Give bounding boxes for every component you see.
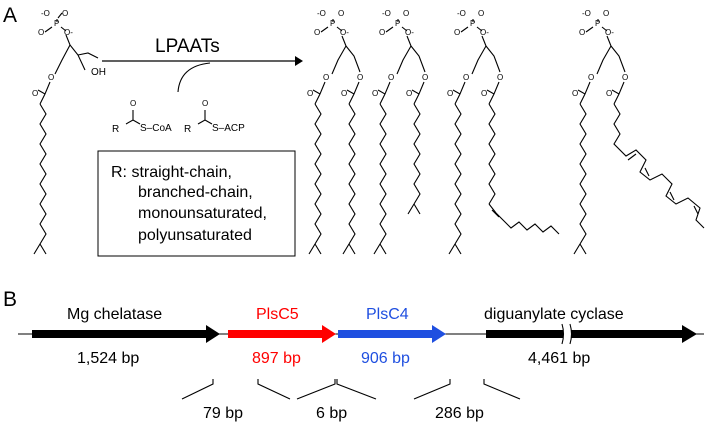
svg-text:O: O xyxy=(603,9,609,18)
svg-text:O: O xyxy=(62,9,68,18)
svg-text:O: O xyxy=(372,89,378,98)
enzyme-label: LPAATs xyxy=(155,36,220,57)
svg-text:O: O xyxy=(588,73,594,82)
gene-plsc5-body xyxy=(228,330,324,338)
svg-text:-O: -O xyxy=(382,9,391,18)
svg-text:P: P xyxy=(395,19,400,28)
svg-text:O: O xyxy=(38,28,44,37)
panel-b-label: B xyxy=(3,288,17,311)
gene-plsc4-arrowhead xyxy=(432,325,446,343)
svg-text:P: P xyxy=(330,19,335,28)
panel-a-label: A xyxy=(3,4,17,27)
svg-text:O: O xyxy=(379,28,385,37)
svg-text:O: O xyxy=(497,73,503,82)
svg-text:O: O xyxy=(478,9,484,18)
svg-text:O: O xyxy=(454,28,460,37)
svg-text:O: O xyxy=(606,89,612,98)
svg-text:O: O xyxy=(481,89,487,98)
svg-text:O-: O- xyxy=(64,28,73,37)
svg-text:O: O xyxy=(32,89,38,98)
acyl-coa-structure: O R S–CoA xyxy=(112,99,172,135)
svg-text:O: O xyxy=(422,73,428,82)
acyl-acp-structure: O R S–ACP xyxy=(184,99,245,135)
gap-bracket-1 xyxy=(181,379,291,400)
r-box-line-2: branched-chain, xyxy=(138,184,253,201)
svg-text:O: O xyxy=(48,73,54,82)
svg-text:O: O xyxy=(579,28,585,37)
gene-diguanylate-cyclase-arrowhead xyxy=(682,325,697,343)
svg-text:O: O xyxy=(447,89,453,98)
svg-text:O: O xyxy=(357,73,363,82)
gene-plsc5-length: 897 bp xyxy=(252,350,301,367)
svg-text:O-: O- xyxy=(480,28,489,37)
gap-2-label: 6 bp xyxy=(316,405,347,422)
cosubstrate-curve xyxy=(177,62,211,93)
r-box-line-3: monounsaturated, xyxy=(138,205,267,222)
gap-bracket-3 xyxy=(413,379,521,400)
svg-text:O: O xyxy=(403,9,409,18)
gene-mg-chelatase-name: Mg chelatase xyxy=(67,306,162,323)
acyl-acp-label: S–ACP xyxy=(212,123,245,134)
svg-text:O: O xyxy=(307,89,313,98)
gene-diguanylate-cyclase-name: diguanylate cyclase xyxy=(484,306,624,323)
svg-text:O-: O- xyxy=(340,28,349,37)
sequence-break-marks xyxy=(561,323,573,345)
lpa-structure: -O O P O O- OH O O xyxy=(32,9,106,255)
gap-3-label: 286 bp xyxy=(435,405,484,422)
svg-text:O: O xyxy=(202,99,208,108)
svg-text:O: O xyxy=(314,28,320,37)
svg-text:-O: -O xyxy=(457,9,466,18)
svg-text:O: O xyxy=(130,99,136,108)
sequence-break-gap xyxy=(563,322,571,346)
svg-text:O: O xyxy=(572,89,578,98)
acyl-coa-label: S–CoA xyxy=(140,123,172,134)
gene-mg-chelatase-body xyxy=(32,330,208,338)
svg-text:O: O xyxy=(323,73,329,82)
svg-text:P: P xyxy=(54,19,59,28)
gene-diguanylate-cyclase-body-right xyxy=(571,330,684,338)
r-box-line-1: R: straight-chain, xyxy=(111,164,232,181)
svg-text:O-: O- xyxy=(405,28,414,37)
gene-plsc4-length: 906 bp xyxy=(361,350,410,367)
gene-plsc4-name: PlsC4 xyxy=(366,306,409,323)
reaction-arrowhead xyxy=(295,56,303,66)
hydroxyl-label: OH xyxy=(91,67,106,78)
gap-1-label: 79 bp xyxy=(203,405,243,422)
gene-plsc5-name: PlsC5 xyxy=(256,306,299,323)
svg-text:O: O xyxy=(341,89,347,98)
svg-text:O: O xyxy=(463,73,469,82)
svg-text:P: P xyxy=(595,19,600,28)
svg-text:O-: O- xyxy=(605,28,614,37)
gene-mg-chelatase-arrowhead xyxy=(206,325,220,343)
gene-plsc5-arrowhead xyxy=(322,325,336,343)
svg-text:O: O xyxy=(622,73,628,82)
r-box-line-4: polyunsaturated xyxy=(138,227,252,244)
svg-text:P: P xyxy=(470,19,475,28)
gap-bracket-2 xyxy=(296,379,377,400)
svg-text:-O: -O xyxy=(317,9,326,18)
svg-text:R: R xyxy=(184,124,191,135)
gene-mg-chelatase-length: 1,524 bp xyxy=(77,350,139,367)
gene-diguanylate-cyclase-body-left xyxy=(486,330,563,338)
svg-text:O: O xyxy=(388,73,394,82)
svg-text:-O: -O xyxy=(582,9,591,18)
svg-text:O: O xyxy=(338,9,344,18)
gene-diguanylate-cyclase-length: 4,461 bp xyxy=(528,350,590,367)
gene-plsc4-body xyxy=(338,330,434,338)
svg-text:O: O xyxy=(406,89,412,98)
svg-text:-O: -O xyxy=(41,9,50,18)
r-group-box xyxy=(97,150,296,257)
svg-text:R: R xyxy=(112,124,119,135)
